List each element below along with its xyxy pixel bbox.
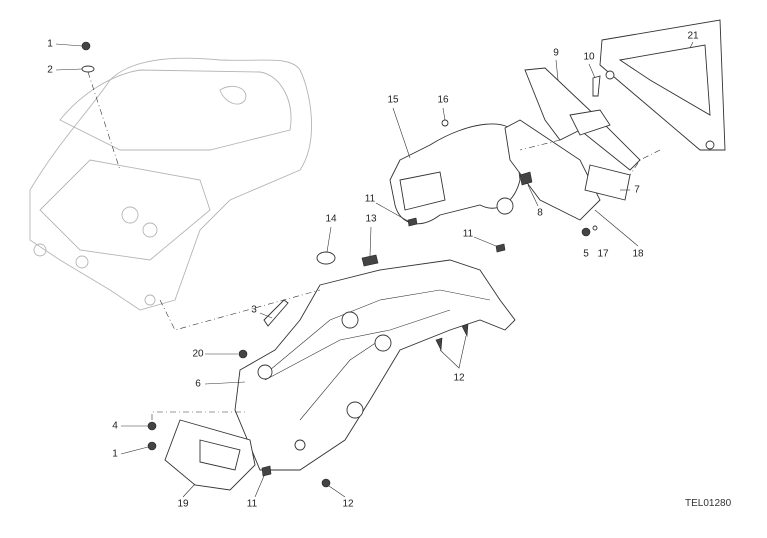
callout-18[interactable]: 18 bbox=[632, 248, 644, 260]
callout-9[interactable]: 9 bbox=[553, 47, 559, 59]
screw-1-bottom bbox=[147, 441, 157, 451]
screw-12-a bbox=[435, 337, 443, 352]
tail-light-15 bbox=[389, 123, 521, 225]
screw-10 bbox=[592, 75, 601, 97]
cable-tie-3 bbox=[263, 299, 289, 327]
callout-6[interactable]: 6 bbox=[195, 378, 201, 390]
screw-12-bottom bbox=[321, 478, 331, 488]
leader-lines bbox=[55, 41, 694, 498]
washer-17 bbox=[592, 225, 598, 231]
callout-12-bottom[interactable]: 12 bbox=[342, 498, 354, 510]
callout-14[interactable]: 14 bbox=[325, 213, 337, 225]
callout-1-bottom[interactable]: 1 bbox=[112, 448, 118, 460]
plate-bracket-9 bbox=[524, 67, 641, 171]
clip-8 bbox=[519, 171, 533, 186]
callout-11[interactable]: 11 bbox=[364, 193, 376, 205]
callout-8[interactable]: 8 bbox=[537, 207, 543, 219]
callout-11-bottom[interactable]: 11 bbox=[246, 498, 258, 510]
callout-20[interactable]: 20 bbox=[192, 348, 204, 360]
screw-12-b bbox=[461, 323, 469, 338]
cover-19 bbox=[164, 419, 256, 491]
nut-5 bbox=[581, 227, 591, 237]
plug-16 bbox=[441, 119, 449, 127]
license-plate-21 bbox=[599, 19, 726, 151]
rear-frame-ghost bbox=[29, 57, 312, 311]
clip-11-bottom bbox=[261, 465, 272, 477]
nut-4 bbox=[147, 421, 157, 431]
clip-11-right bbox=[495, 243, 506, 253]
callout-5[interactable]: 5 bbox=[583, 248, 589, 260]
reflector-7 bbox=[584, 164, 631, 201]
callout-17[interactable]: 17 bbox=[597, 248, 609, 260]
callout-3[interactable]: 3 bbox=[251, 304, 257, 316]
callout-2[interactable]: 2 bbox=[47, 64, 53, 76]
clip-13 bbox=[361, 254, 379, 267]
callout-13[interactable]: 13 bbox=[365, 213, 377, 225]
clip-11-top bbox=[407, 217, 418, 227]
callout-10[interactable]: 10 bbox=[583, 51, 595, 63]
callout-21[interactable]: 21 bbox=[687, 30, 699, 42]
callout-12[interactable]: 12 bbox=[453, 372, 465, 384]
callout-15[interactable]: 15 bbox=[387, 94, 399, 106]
grommet-20 bbox=[238, 349, 248, 359]
mudguard-6 bbox=[234, 259, 516, 471]
callout-4[interactable]: 4 bbox=[112, 420, 118, 432]
callout-16[interactable]: 16 bbox=[437, 94, 449, 106]
grommet-14 bbox=[316, 251, 336, 265]
callout-1[interactable]: 1 bbox=[47, 38, 53, 50]
callout-7[interactable]: 7 bbox=[634, 184, 640, 196]
callout-19[interactable]: 19 bbox=[177, 498, 189, 510]
washer-2 bbox=[81, 65, 95, 73]
drawing-code: TEL01280 bbox=[685, 498, 732, 509]
reflector-bracket-18 bbox=[504, 119, 601, 221]
callout-11-right[interactable]: 11 bbox=[462, 228, 474, 240]
screw-1-top bbox=[81, 41, 91, 51]
